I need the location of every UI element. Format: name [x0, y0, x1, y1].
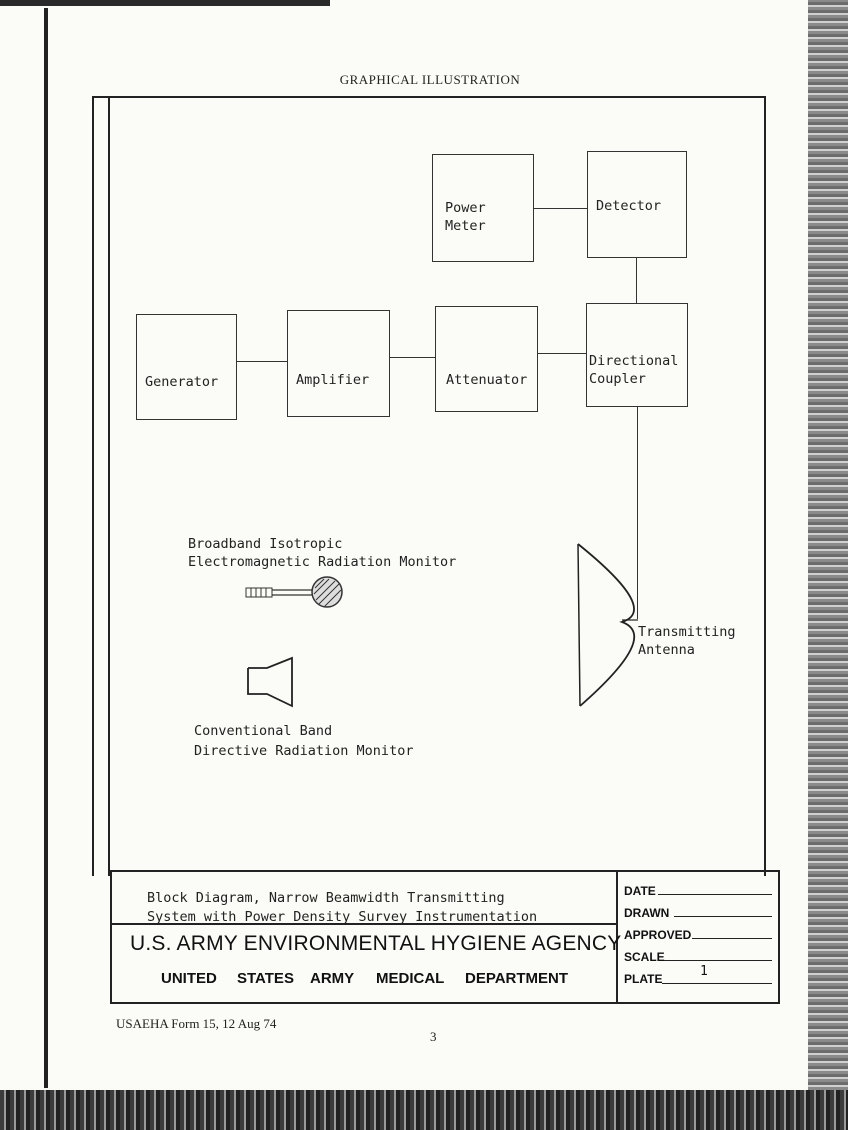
wire-detector-coupler	[636, 258, 637, 303]
scan-edge-bottom	[0, 1090, 848, 1130]
drawn-field-line	[674, 916, 772, 917]
drawing-frame-inner-line	[108, 96, 110, 876]
drawing-frame	[92, 96, 766, 876]
drawing-caption: Block Diagram, Narrow Beamwidth Transmit…	[147, 890, 538, 925]
department-word-army: ARMY	[310, 970, 355, 987]
power-meter-label: Power Meter	[445, 200, 486, 234]
date-field-label: DATE	[624, 884, 656, 898]
title-block-divider-vertical	[616, 872, 618, 1002]
drawn-field-label: DRAWN	[624, 906, 670, 920]
page-heading: GRAPHICAL ILLUSTRATION	[339, 72, 521, 87]
department-word-states: STATES	[237, 970, 294, 987]
generator-block: Generator	[136, 314, 237, 420]
title-block-divider-horizontal	[110, 923, 618, 925]
page-number: 3	[430, 1029, 437, 1044]
department-word-united: UNITED	[161, 970, 217, 987]
directional-coupler-block: Directional Coupler	[586, 303, 688, 407]
wire-attenuator-coupler	[538, 353, 586, 354]
scan-edge-right	[808, 0, 848, 1130]
detector-label: Detector	[596, 198, 662, 214]
detector-block: Detector	[587, 151, 687, 258]
top-rule	[0, 0, 330, 6]
document-page	[0, 0, 808, 1090]
wire-generator-amplifier	[237, 361, 287, 362]
department-word-medical: MEDICAL	[376, 970, 445, 987]
approved-field-label: APPROVED	[624, 928, 692, 942]
approved-field-line	[692, 938, 772, 939]
directional-coupler-label: Directional Coupler	[589, 353, 679, 387]
horn-antenna-icon	[247, 656, 293, 708]
attenuator-label: Attenuator	[446, 372, 528, 388]
binding-rule	[44, 8, 48, 1088]
isotropic-monitor-label: Broadband Isotropic Electromagnetic Radi…	[188, 536, 457, 570]
plate-number: 1	[700, 964, 708, 979]
isotropic-probe-icon	[245, 576, 343, 608]
department-word-department: DEPARTMENT	[465, 970, 569, 987]
agency-name: U.S. ARMY ENVIRONMENTAL HYGIENE AGENCY	[130, 932, 622, 955]
directive-monitor-label: Conventional Band Directive Radiation Mo…	[194, 723, 414, 759]
wire-powermeter-detector	[534, 208, 587, 209]
date-field-line	[658, 894, 772, 895]
amplifier-label: Amplifier	[296, 372, 370, 388]
title-block	[110, 870, 780, 1004]
power-meter-block: Power Meter	[432, 154, 534, 262]
scale-field-line	[664, 960, 772, 961]
plate-field-label: PLATE	[624, 972, 663, 986]
plate-field-line	[662, 983, 772, 984]
wire-amplifier-attenuator	[390, 357, 435, 358]
generator-label: Generator	[145, 374, 219, 390]
attenuator-block: Attenuator	[435, 306, 538, 412]
form-identifier: USAEHA Form 15, 12 Aug 74	[116, 1016, 277, 1031]
wire-coupler-antenna	[637, 407, 638, 619]
transmitting-antenna-label: Transmitting Antenna	[638, 624, 736, 658]
amplifier-block: Amplifier	[287, 310, 390, 417]
scale-field-label: SCALE	[624, 950, 665, 964]
dish-antenna-icon	[577, 543, 638, 707]
